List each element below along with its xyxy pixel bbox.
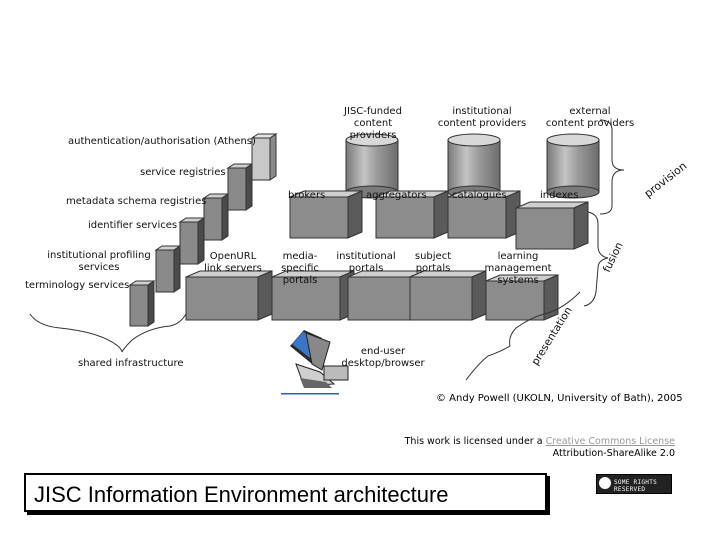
fusion-brace bbox=[583, 211, 609, 307]
desktop-computer-icon bbox=[281, 330, 349, 395]
metadata-registries-label: metadata schema registries bbox=[66, 196, 207, 207]
aggregators-label: aggregators bbox=[366, 190, 427, 201]
shared-infrastructure-brace bbox=[29, 313, 187, 353]
subject-portals-label: subject portals bbox=[414, 251, 452, 274]
shared-service-pillar bbox=[154, 245, 182, 293]
cc-license-badge[interactable]: SOME RIGHTS RESERVED bbox=[596, 474, 672, 494]
fusion-box bbox=[447, 190, 521, 239]
shared-service-pillar bbox=[202, 193, 230, 241]
fusion-box bbox=[375, 190, 449, 239]
presentation-box bbox=[485, 274, 559, 321]
shared-service-pillar bbox=[226, 163, 254, 211]
shared-service-pillar bbox=[128, 280, 156, 327]
content-provider-cylinder bbox=[546, 133, 600, 199]
content-provider-cylinder bbox=[345, 133, 399, 199]
license-suffix: Attribution-ShareAlike 2.0 bbox=[552, 448, 675, 459]
presentation-brace bbox=[465, 291, 581, 381]
lms-label: learning management systems bbox=[484, 251, 552, 286]
end-user-label: end-user desktop/browser bbox=[341, 346, 425, 369]
cc-logo-icon bbox=[599, 477, 611, 489]
terminology-services-label: terminology services bbox=[25, 280, 130, 291]
provision-brace bbox=[599, 119, 625, 215]
institutional-portals-label: institutional portals bbox=[336, 251, 396, 274]
presentation-box bbox=[409, 270, 487, 321]
presentation-box bbox=[185, 270, 273, 321]
brokers-label: brokers bbox=[288, 190, 326, 201]
service-registries-label: service registries bbox=[140, 167, 226, 178]
fusion-box bbox=[289, 190, 363, 239]
shared-service-pillar bbox=[250, 133, 278, 181]
media-portals-label: media-specific portals bbox=[281, 251, 319, 286]
fusion-box bbox=[515, 201, 589, 250]
provision-label: provision bbox=[642, 159, 689, 200]
openurl-label: OpenURL link servers bbox=[204, 251, 262, 274]
license-link[interactable]: Creative Commons License bbox=[545, 436, 675, 447]
cc-badge-text: SOME RIGHTS RESERVED bbox=[614, 479, 658, 493]
shared-infrastructure-label: shared infrastructure bbox=[78, 358, 184, 369]
catalogues-label: catalogues bbox=[452, 190, 507, 201]
content-provider-label: JISC-funded content providers bbox=[344, 106, 402, 141]
license-notice: This work is licensed under a Creative C… bbox=[405, 436, 675, 460]
content-provider-label: external content providers bbox=[545, 106, 635, 129]
auth-service-label: authentication/authorisation (Athens) bbox=[68, 136, 256, 147]
indexes-label: indexes bbox=[540, 190, 579, 201]
license-prefix: This work is licensed under a bbox=[404, 436, 546, 447]
institutional-profiling-label: institutional profiling services bbox=[47, 250, 151, 273]
shared-service-pillar bbox=[178, 217, 206, 265]
identifier-services-label: identifier services bbox=[88, 220, 178, 231]
copyright-text: © Andy Powell (UKOLN, University of Bath… bbox=[436, 393, 683, 404]
content-provider-label: institutional content providers bbox=[437, 106, 527, 129]
page-title: JISC Information Environment architectur… bbox=[24, 473, 547, 512]
content-provider-cylinder bbox=[447, 133, 501, 199]
